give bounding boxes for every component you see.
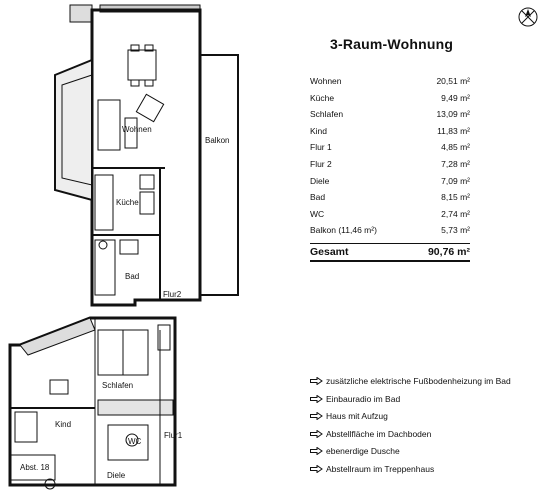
- table-row: Schlafen 13,09 m²: [310, 106, 470, 123]
- table-row: Küche 9,49 m²: [310, 90, 470, 107]
- plan-label-flur1: Flur1: [164, 431, 183, 440]
- table-row: Flur 2 7,28 m²: [310, 156, 470, 173]
- room-name: WC: [310, 208, 325, 219]
- feature-text: Abstellfläche im Dachboden: [326, 428, 432, 439]
- arrow-right-icon: [310, 429, 326, 438]
- list-item: Abstellraum im Treppenhaus: [310, 464, 535, 475]
- feature-text: ebenerdige Dusche: [326, 446, 400, 456]
- total-label: Gesamt: [310, 246, 349, 258]
- room-name: Bad: [310, 192, 326, 203]
- plan-label-wohnen: Wohnen: [122, 125, 152, 134]
- room-name: Küche: [310, 92, 335, 103]
- room-area: 5,73 m²: [441, 225, 470, 236]
- room-area: 13,09 m²: [436, 109, 470, 120]
- table-row: Flur 1 4,85 m²: [310, 139, 470, 156]
- room-name: Wohnen: [310, 76, 342, 86]
- list-item: Einbauradio im Bad: [310, 394, 535, 405]
- room-name: Flur 2: [310, 158, 332, 169]
- room-area: 7,09 m²: [441, 175, 470, 186]
- arrow-right-icon: [310, 394, 326, 403]
- plan-label-kind: Kind: [55, 420, 71, 429]
- room-name: Diele: [310, 175, 330, 186]
- total-row: Gesamt 90,76 m²: [310, 243, 470, 262]
- table-row: WC 2,74 m²: [310, 206, 470, 223]
- room-area: 2,74 m²: [441, 208, 470, 219]
- arrow-right-icon: [310, 464, 326, 473]
- list-item: zusätzliche elektrische Fußbodenheizung …: [310, 376, 535, 387]
- room-name: Schlafen: [310, 109, 344, 120]
- total-area: 90,76 m²: [427, 246, 470, 258]
- room-name: Flur 1: [310, 142, 332, 153]
- plan-label-abst: Abst. 18: [20, 463, 50, 472]
- table-row: Diele 7,09 m²: [310, 173, 470, 190]
- plan-label-diele: Diele: [107, 471, 126, 480]
- list-item: Abstellfläche im Dachboden: [310, 429, 535, 440]
- plan-label-flur2: Flur2: [163, 290, 182, 299]
- plan-label-kueche: Küche: [116, 198, 139, 207]
- room-area: 9,49 m²: [441, 92, 470, 103]
- table-row: Kind 11,83 m²: [310, 123, 470, 140]
- plan-label-wc: WC: [128, 437, 142, 446]
- feature-text: Einbauradio im Bad: [326, 393, 401, 404]
- table-row: Bad 8,15 m²: [310, 189, 470, 206]
- room-area: 20,51 m²: [436, 76, 470, 86]
- room-area: 4,85 m²: [441, 142, 470, 153]
- info-panel: 3-Raum-Wohnung Wohnen 20,51 m² Küche 9,49 …: [300, 0, 545, 500]
- list-item: ebenerdige Dusche: [310, 446, 535, 457]
- feature-text: zusätzliche elektrische Fußbodenheizung …: [326, 376, 511, 386]
- room-area-table: Wohnen 20,51 m² Küche 9,49 m² Schlafen 13,0…: [310, 73, 470, 239]
- arrow-right-icon: [310, 446, 326, 455]
- page-title: 3-Raum-Wohnung: [330, 36, 454, 52]
- plan-label-balkon: Balkon: [205, 136, 229, 145]
- feature-text: Abstellraum im Treppenhaus: [326, 463, 435, 474]
- room-name: Balkon (11,46 m²): [310, 225, 377, 236]
- floor-plan: Wohnen Balkon Küche Bad Flur2 Schlafen K…: [8, 4, 239, 490]
- arrow-right-icon: [310, 376, 326, 385]
- plan-label-bad: Bad: [125, 272, 139, 281]
- arrow-right-icon: [310, 411, 326, 420]
- table-row: Balkon (11,46 m²) 5,73 m²: [310, 222, 470, 239]
- room-area: 8,15 m²: [441, 192, 470, 203]
- feature-text: Haus mit Aufzug: [326, 411, 388, 421]
- plan-label-schlafen: Schlafen: [102, 381, 133, 390]
- feature-list: zusätzliche elektrische Fußbodenheizung …: [310, 376, 535, 481]
- table-row: Wohnen 20,51 m²: [310, 73, 470, 90]
- room-area: 7,28 m²: [441, 158, 470, 169]
- room-area: 11,83 m²: [437, 125, 470, 136]
- list-item: Haus mit Aufzug: [310, 411, 535, 422]
- north-arrow-icon: [518, 7, 538, 27]
- room-name: Kind: [310, 125, 328, 136]
